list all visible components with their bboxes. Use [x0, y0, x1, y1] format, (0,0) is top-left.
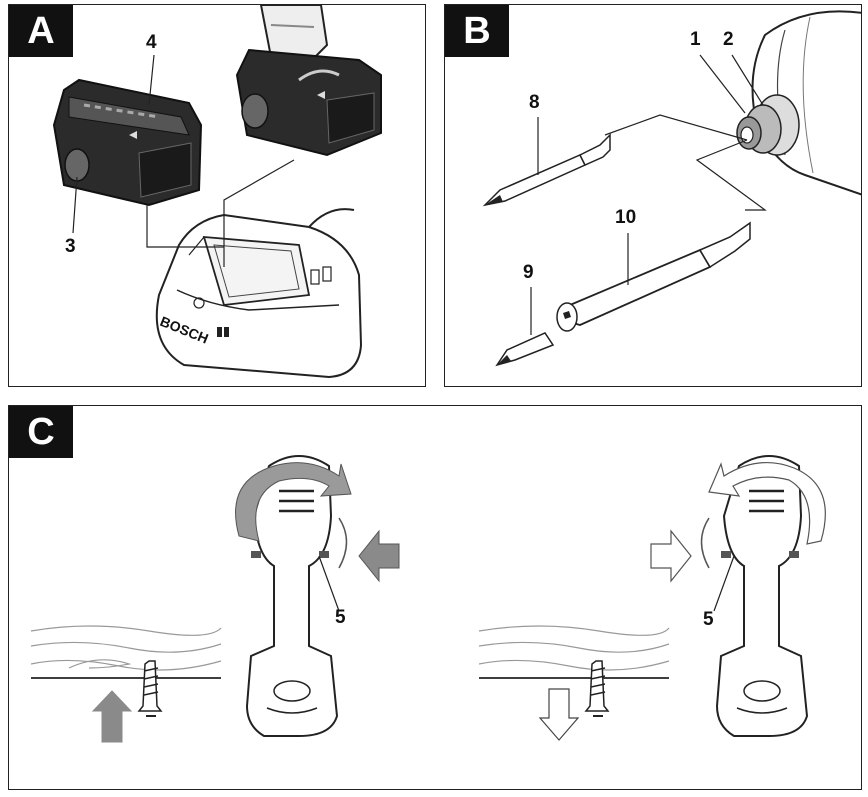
leader-1: [699, 54, 746, 114]
panel-c-illustration: [30, 455, 826, 743]
screwdriver-bit-9: [495, 332, 555, 367]
panel-c-badge: C: [9, 406, 73, 458]
callout-9: 9: [523, 262, 534, 283]
panel-b: B 1 2 8 9 10: [444, 4, 862, 387]
battery-charger: BOSCH: [155, 208, 363, 379]
callout-1: 1: [690, 29, 701, 50]
rotation-arc-left: [338, 517, 348, 569]
wood-board-left: [30, 625, 222, 679]
leader-5-left: [318, 555, 340, 612]
callout-4: 4: [146, 32, 157, 53]
callout-2: 2: [723, 29, 734, 50]
push-arrow-right: [650, 529, 692, 583]
tool-chuck: [736, 10, 861, 196]
callout-5-left: 5: [335, 607, 346, 628]
connector-lines: [146, 159, 295, 267]
screw-left: [137, 660, 163, 717]
screwdriver-bit-8: [482, 133, 611, 207]
arrow-down-right: [538, 688, 580, 741]
rotation-arrow-right: [708, 462, 826, 545]
drill-front-right: [715, 455, 809, 737]
leader-4: [148, 54, 155, 106]
callout-3: 3: [65, 236, 76, 257]
panel-a: BOSCH A 4 3: [8, 4, 426, 387]
rotation-arc-right: [700, 517, 710, 569]
screw-right: [584, 660, 610, 717]
callout-10: 10: [615, 207, 637, 228]
panel-a-illustration: BOSCH: [52, 5, 382, 379]
tool-with-battery: [235, 5, 382, 157]
leader-3: [72, 176, 78, 234]
panel-c: C 5 5: [8, 405, 862, 790]
arrow-up-left: [91, 690, 133, 743]
push-arrow-left: [358, 529, 400, 583]
battery-pack: [52, 78, 203, 207]
rotation-arrow-left: [235, 462, 352, 542]
leader-5-right: [713, 555, 735, 612]
bit-holder-10: [556, 221, 751, 332]
connector-lines: [604, 114, 767, 211]
panel-a-badge: A: [9, 5, 73, 57]
callout-8: 8: [529, 92, 540, 113]
panel-b-badge: B: [445, 5, 509, 57]
drill-front-left: [245, 455, 339, 737]
panel-b-illustration: [482, 10, 861, 367]
wood-board-right: [478, 625, 670, 679]
callout-5-right: 5: [703, 609, 714, 630]
leader-2: [731, 54, 764, 106]
